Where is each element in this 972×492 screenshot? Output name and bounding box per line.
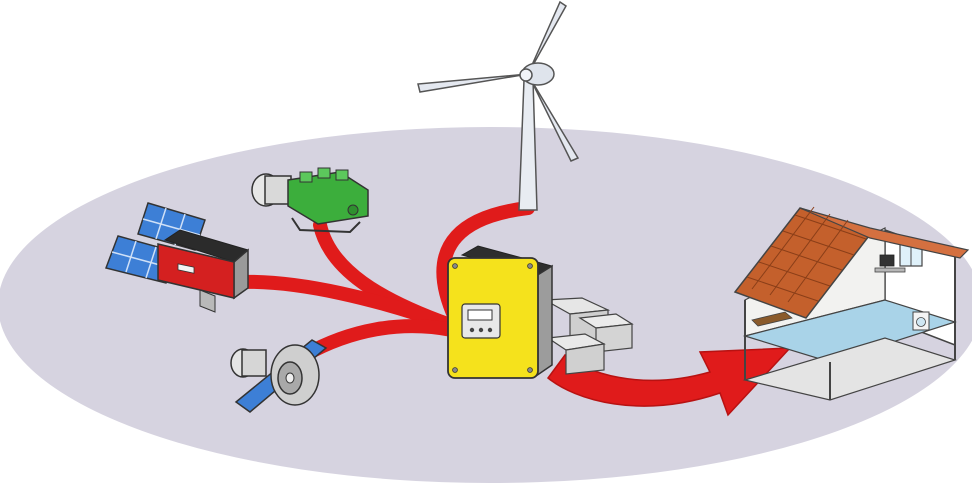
diesel-generator-icon	[251, 167, 369, 234]
hydro-turbine-icon	[230, 339, 328, 413]
wind-turbine-icon	[417, 0, 580, 211]
battery-bank-icon	[542, 297, 634, 375]
energy-flow-arrows	[233, 201, 535, 362]
flow-from-solar	[233, 274, 457, 332]
flow-from-wind	[436, 201, 535, 325]
house-icon	[733, 206, 970, 401]
inverter-icon	[447, 245, 554, 379]
charge-controller-icon	[157, 229, 250, 313]
